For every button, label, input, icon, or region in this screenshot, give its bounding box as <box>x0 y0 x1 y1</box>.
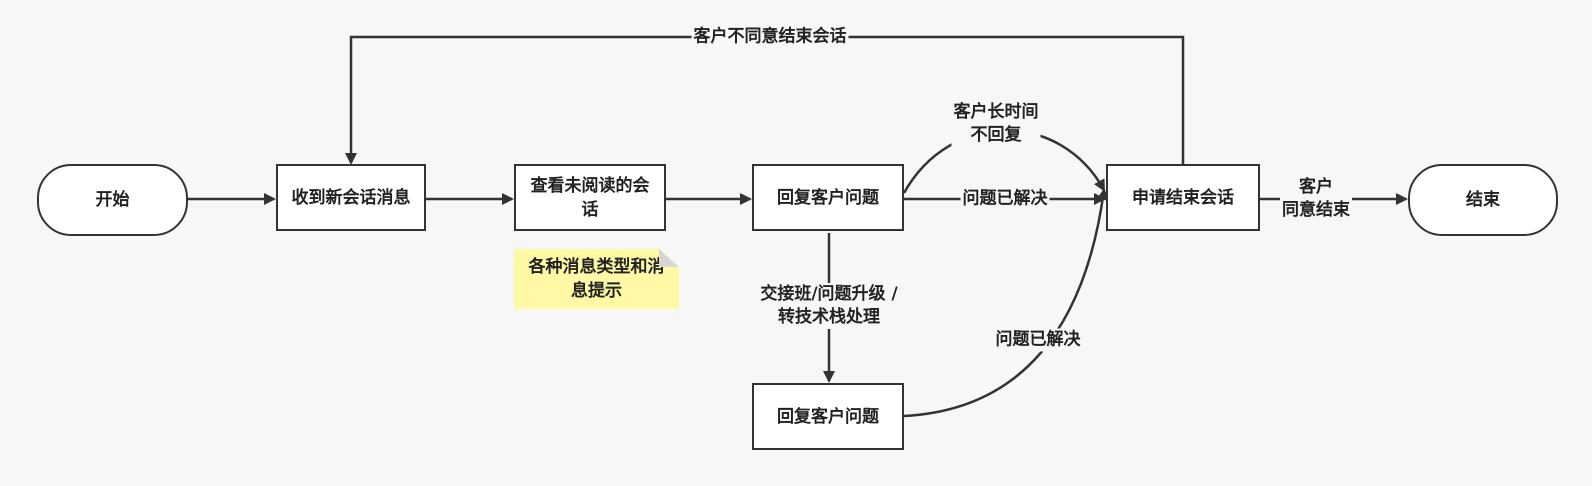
receive-message-label: 收到新会话消息 <box>291 187 411 208</box>
end-node: 结束 <box>1408 164 1558 236</box>
reply-customer-label-2: 回复客户问题 <box>777 406 879 427</box>
edge-label-agree: 客户 同意结束 <box>1280 176 1352 222</box>
edge-label-no-reply: 客户长时间 不回复 <box>951 101 1041 147</box>
edge-label-no-reply-line1: 客户长时间 <box>953 102 1039 122</box>
edge-label-resolved-2: 问题已解决 <box>993 328 1083 352</box>
edge-label-disagree-text: 客户不同意结束会话 <box>693 26 847 47</box>
view-unread-node: 查看未阅读的会话 <box>514 164 666 231</box>
edge-label-handover: 交接班/问题升级 / 转技术栈处理 <box>758 283 900 329</box>
reply-customer-node-2: 回复客户问题 <box>752 383 904 450</box>
edge-reply2-request <box>903 188 1109 418</box>
start-label: 开始 <box>95 190 130 210</box>
edge-label-no-reply-line2: 不回复 <box>970 125 1022 145</box>
receive-message-node: 收到新会话消息 <box>276 164 426 231</box>
edge-label-disagree: 客户不同意结束会话 <box>691 25 849 49</box>
edge-label-resolved: 问题已解决 <box>960 187 1050 211</box>
edge-label-agree-line2: 同意结束 <box>1282 200 1350 220</box>
start-node: 开始 <box>37 164 188 236</box>
edge-label-agree-line1: 客户 <box>1299 177 1333 197</box>
edge-label-handover-line1: 交接班/问题升级 / <box>760 284 898 304</box>
sticky-note-text: 各种消息类型和消息提示 <box>528 257 665 301</box>
request-end-node: 申请结束会话 <box>1106 164 1260 231</box>
reply-customer-node: 回复客户问题 <box>752 164 904 231</box>
edge-label-resolved-2-text: 问题已解决 <box>995 329 1081 350</box>
edge-label-resolved-text: 问题已解决 <box>962 188 1048 209</box>
edge-label-handover-line2: 转技术栈处理 <box>778 307 880 327</box>
end-label: 结束 <box>1466 190 1500 210</box>
request-end-label: 申请结束会话 <box>1132 187 1234 208</box>
sticky-note: 各种消息类型和消息提示 <box>514 249 679 309</box>
view-unread-label: 查看未阅读的会话 <box>530 175 650 220</box>
reply-customer-label: 回复客户问题 <box>777 187 879 208</box>
